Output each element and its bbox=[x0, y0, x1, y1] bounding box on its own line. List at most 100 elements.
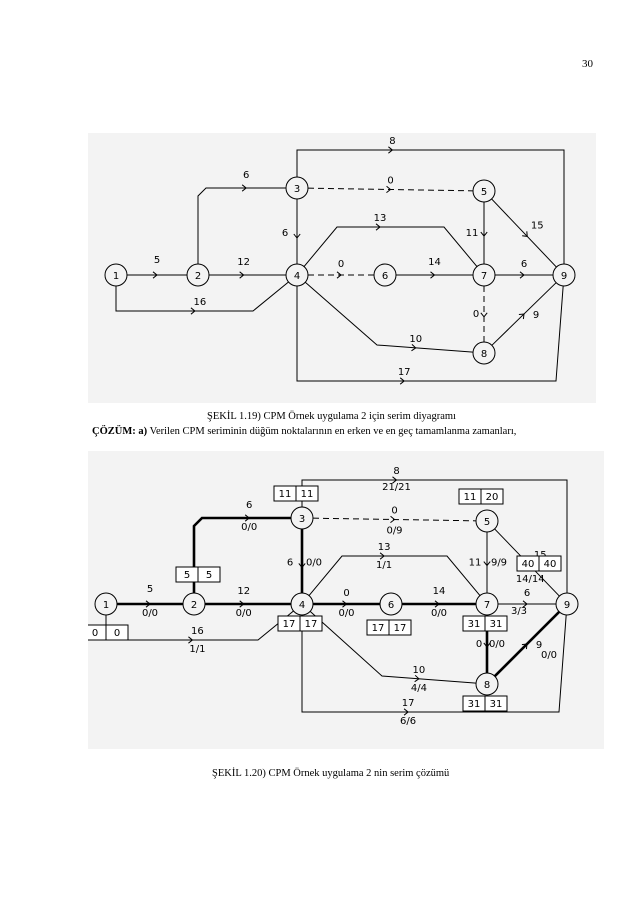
arrowhead-6-7 bbox=[430, 271, 436, 279]
arrowhead-3-5 bbox=[386, 185, 392, 194]
arrowhead-5-7 bbox=[483, 561, 491, 567]
node-9 bbox=[552, 263, 576, 287]
node-5 bbox=[472, 179, 496, 203]
duration-label-3-5: 0 bbox=[387, 176, 393, 187]
slack-label-1-2: 0/0 bbox=[142, 608, 158, 619]
earliest-time-3: 11 bbox=[279, 489, 292, 500]
arrowhead-7-8 bbox=[480, 312, 488, 318]
arrowhead-3-9 bbox=[388, 146, 394, 154]
slack-label-4-8: 4/4 bbox=[411, 683, 427, 694]
duration-label-6-7: 14 bbox=[433, 586, 446, 597]
arrowhead-3-9 bbox=[392, 476, 398, 484]
solution-text: ÇÖZÜM: a) Verilen CPM seriminin düğüm no… bbox=[92, 426, 516, 437]
duration-label-8-9: 9 bbox=[536, 640, 542, 651]
arrowhead-7-9 bbox=[522, 600, 528, 608]
arrowhead-1-2 bbox=[152, 271, 158, 279]
slack-label-2-4: 0/0 bbox=[236, 608, 252, 619]
slack-label-3-5: 0/9 bbox=[386, 526, 402, 537]
arrowhead-1-2 bbox=[145, 600, 151, 608]
slack-label-4-6: 0/0 bbox=[338, 608, 354, 619]
duration-label-4-6: 0 bbox=[343, 588, 349, 599]
duration-label-4-8: 10 bbox=[413, 665, 426, 676]
node-label-3: 3 bbox=[299, 514, 305, 525]
node-label-1: 1 bbox=[113, 271, 119, 282]
duration-label-1-2: 5 bbox=[147, 584, 153, 595]
slack-label-4-9: 6/6 bbox=[400, 716, 416, 727]
slack-label-4-7: 1/1 bbox=[376, 560, 392, 571]
node-label-5: 5 bbox=[481, 187, 487, 198]
activity-arrow-1-4 bbox=[115, 281, 289, 312]
node-label-3: 3 bbox=[294, 184, 300, 195]
slack-label-6-7: 0/0 bbox=[431, 608, 447, 619]
arrowhead-7-8 bbox=[483, 642, 491, 648]
earliest-time-4: 17 bbox=[283, 619, 296, 630]
latest-time-1: 0 bbox=[114, 628, 120, 639]
latest-time-4: 17 bbox=[305, 619, 318, 630]
latest-time-8: 31 bbox=[490, 699, 503, 710]
arrowhead-4-6 bbox=[336, 271, 342, 279]
node-label-5: 5 bbox=[484, 517, 490, 528]
duration-label-2-3: 6 bbox=[243, 170, 249, 181]
arrowhead-4-8 bbox=[414, 674, 420, 683]
arrowhead-3-4 bbox=[293, 233, 301, 239]
activity-arrow-4-8 bbox=[304, 281, 474, 353]
arrowhead-5-7 bbox=[480, 231, 488, 237]
duration-label-4-7: 13 bbox=[378, 542, 391, 553]
arrowhead-4-8 bbox=[411, 344, 417, 352]
node-3 bbox=[285, 176, 309, 200]
duration-label-5-9: 15 bbox=[534, 550, 547, 561]
arrowhead-2-3 bbox=[241, 184, 247, 192]
slack-label-5-7: 9/9 bbox=[491, 558, 507, 569]
solution-label: ÇÖZÜM: bbox=[92, 426, 136, 437]
duration-label-3-5: 0 bbox=[391, 506, 397, 517]
duration-label-2-4: 12 bbox=[237, 257, 250, 268]
node-label-9: 9 bbox=[561, 271, 567, 282]
page-number: 30 bbox=[582, 58, 593, 70]
arrowhead-4-9 bbox=[403, 708, 409, 716]
node-6 bbox=[373, 263, 397, 287]
node-label-6: 6 bbox=[382, 271, 388, 282]
activity-arrow-2-3 bbox=[197, 187, 286, 264]
node-label-7: 7 bbox=[481, 271, 487, 282]
node-label-8: 8 bbox=[484, 680, 490, 691]
slack-label-5-9: 14/14 bbox=[516, 574, 545, 585]
duration-label-1-4: 16 bbox=[191, 626, 204, 637]
slack-label-2-3: 0/0 bbox=[241, 522, 257, 533]
duration-label-3-9: 8 bbox=[393, 466, 399, 477]
duration-label-5-7: 11 bbox=[469, 558, 482, 569]
duration-label-3-9: 8 bbox=[389, 136, 395, 147]
duration-label-4-8: 10 bbox=[409, 334, 422, 345]
node-label-8: 8 bbox=[481, 349, 487, 360]
activity-arrow-5-9 bbox=[491, 198, 557, 268]
arrowhead-1-4 bbox=[190, 307, 196, 315]
activity-arrow-4-9 bbox=[301, 614, 567, 713]
earliest-time-6: 17 bbox=[372, 623, 385, 634]
figure-caption-1: ŞEKİL 1.19) CPM Örnek uygulama 2 için se… bbox=[207, 411, 456, 422]
duration-label-5-9: 15 bbox=[531, 220, 544, 231]
duration-label-7-8: 0 bbox=[473, 309, 479, 320]
node-2 bbox=[182, 592, 206, 616]
arrowhead-4-6 bbox=[342, 600, 348, 608]
activity-arrow-4-7 bbox=[308, 555, 481, 596]
node-label-1: 1 bbox=[103, 600, 109, 611]
latest-time-9: 40 bbox=[544, 559, 557, 570]
slack-label-1-4: 1/1 bbox=[189, 644, 205, 655]
activity-arrow-3-9 bbox=[296, 149, 565, 264]
node-label-4: 4 bbox=[299, 600, 305, 611]
earliest-time-5: 11 bbox=[464, 492, 477, 503]
arrowhead-5-9 bbox=[522, 231, 528, 237]
node-7 bbox=[472, 263, 496, 287]
duration-label-8-9: 9 bbox=[533, 310, 539, 321]
arrowhead-8-9 bbox=[518, 313, 525, 320]
duration-label-4-7: 13 bbox=[374, 213, 387, 224]
node-label-2: 2 bbox=[195, 271, 201, 282]
duration-label-6-7: 14 bbox=[428, 257, 441, 268]
duration-label-1-4: 16 bbox=[194, 297, 207, 308]
node-8 bbox=[472, 341, 496, 365]
node-label-6: 6 bbox=[388, 600, 394, 611]
arrowhead-2-4 bbox=[239, 600, 245, 608]
activity-arrow-4-7 bbox=[303, 226, 478, 267]
slack-label-3-9: 21/21 bbox=[382, 482, 411, 493]
arrowhead-6-7 bbox=[434, 600, 440, 608]
